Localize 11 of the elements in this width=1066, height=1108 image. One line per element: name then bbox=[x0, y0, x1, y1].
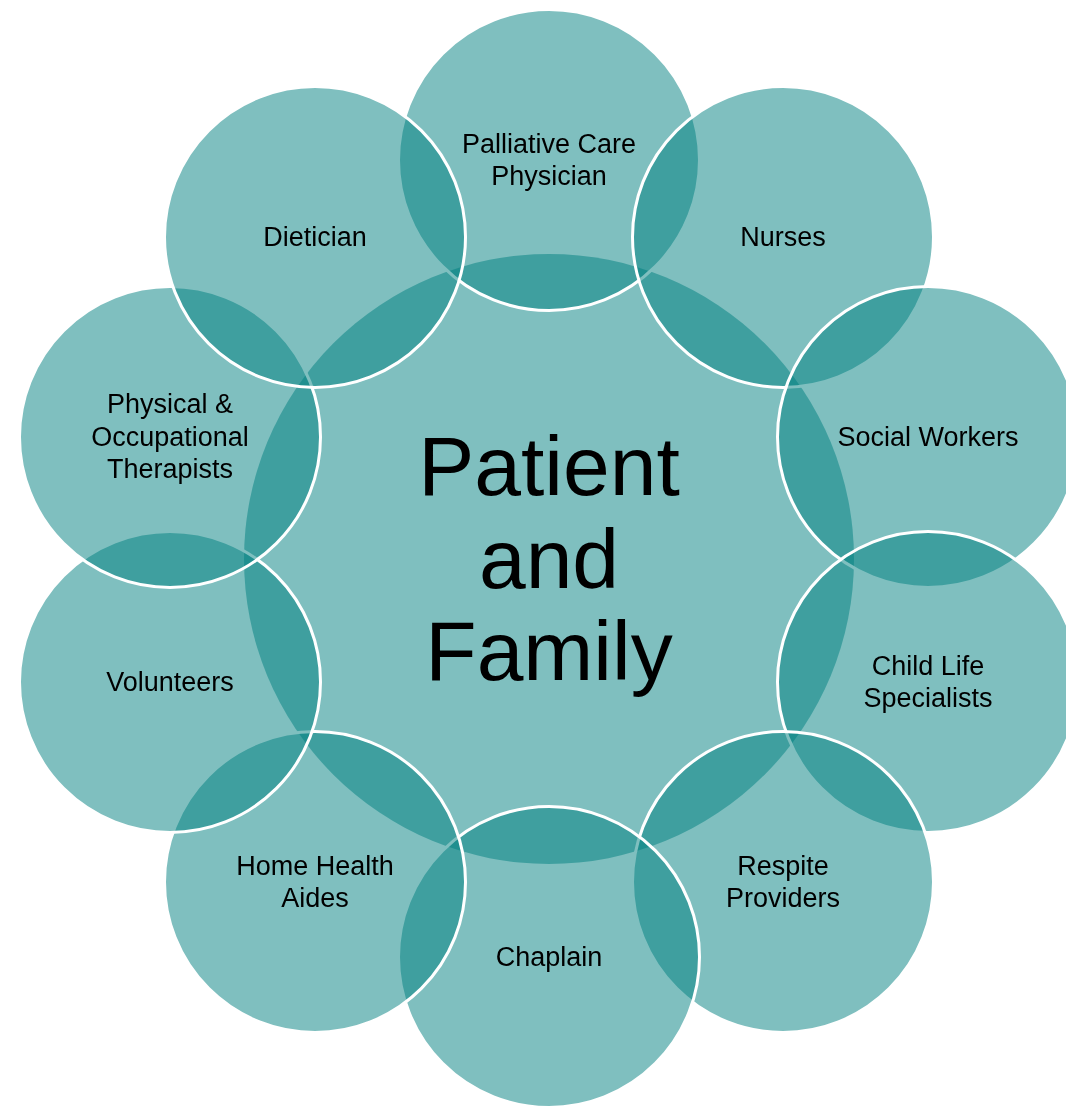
role-label: Physical & Occupational Therapists bbox=[90, 388, 250, 486]
role-label: Dietician bbox=[262, 220, 368, 254]
role-label: Home Health Aides bbox=[235, 849, 395, 915]
role-label: Palliative Care Physician bbox=[460, 127, 638, 193]
role-label: Chaplain bbox=[494, 940, 604, 974]
role-label: Respite Providers bbox=[724, 849, 841, 915]
role-label: Child Life Specialists bbox=[862, 649, 994, 715]
role-label: Volunteers bbox=[105, 665, 235, 699]
role-label: Social Workers bbox=[836, 420, 1020, 454]
role-label: Nurses bbox=[739, 220, 827, 254]
center-label: Patient and Family bbox=[417, 420, 681, 698]
